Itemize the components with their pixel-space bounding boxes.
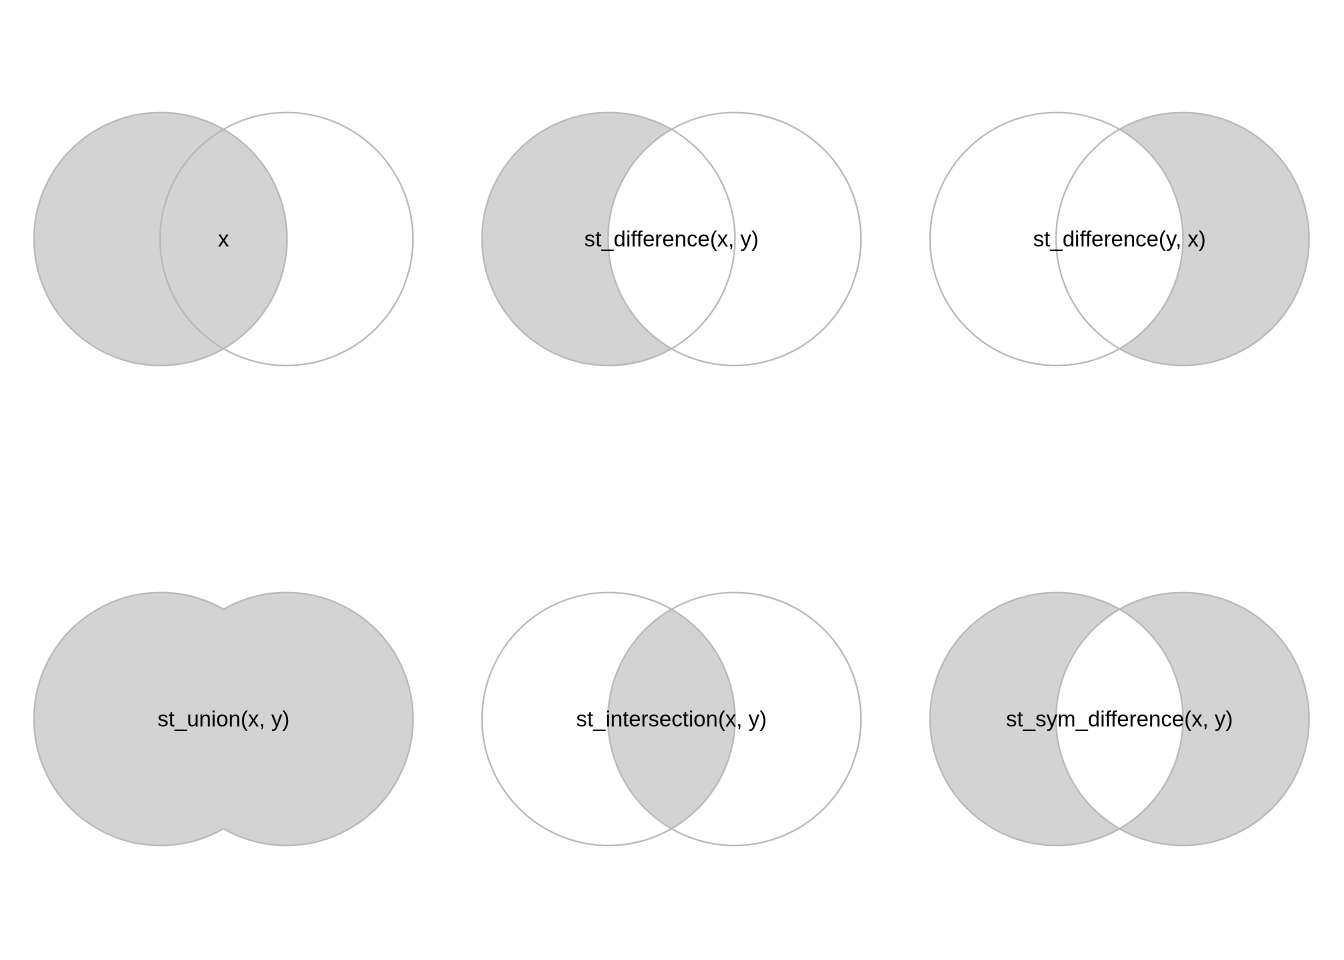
circle-y-outline [159, 111, 414, 367]
shaded-intersection [608, 609, 735, 829]
panel-label: st_difference(x, y) [584, 227, 758, 252]
panel-label: st_sym_difference(x, y) [1006, 707, 1233, 732]
circle-x-outline [481, 111, 736, 367]
venn-panel: st_sym_difference(x, y) [929, 591, 1310, 847]
shaded-union [34, 592, 414, 846]
venn-panel: st_union(x, y) [33, 591, 414, 847]
circle-y-outline [607, 591, 862, 847]
panel-label: st_union(x, y) [157, 707, 289, 732]
circle-x-outline [33, 111, 288, 367]
panel-label: st_difference(y, x) [1033, 227, 1206, 252]
union-outline [33, 591, 414, 847]
circle-y-outline [1055, 591, 1310, 847]
venn-panel: st_intersection(x, y) [481, 591, 862, 847]
circle-x-outline [481, 591, 736, 847]
venn-panel: st_difference(x, y) [481, 111, 862, 367]
circle-y-outline [607, 111, 862, 367]
circle-x-outline [929, 111, 1184, 367]
circle-x-outline [929, 591, 1184, 847]
panel-label: x [218, 227, 229, 252]
circle-y-outline [1055, 111, 1310, 367]
venn-panel: x [33, 111, 414, 367]
venn-panel: st_difference(y, x) [929, 111, 1310, 367]
panel-label: st_intersection(x, y) [576, 707, 767, 732]
